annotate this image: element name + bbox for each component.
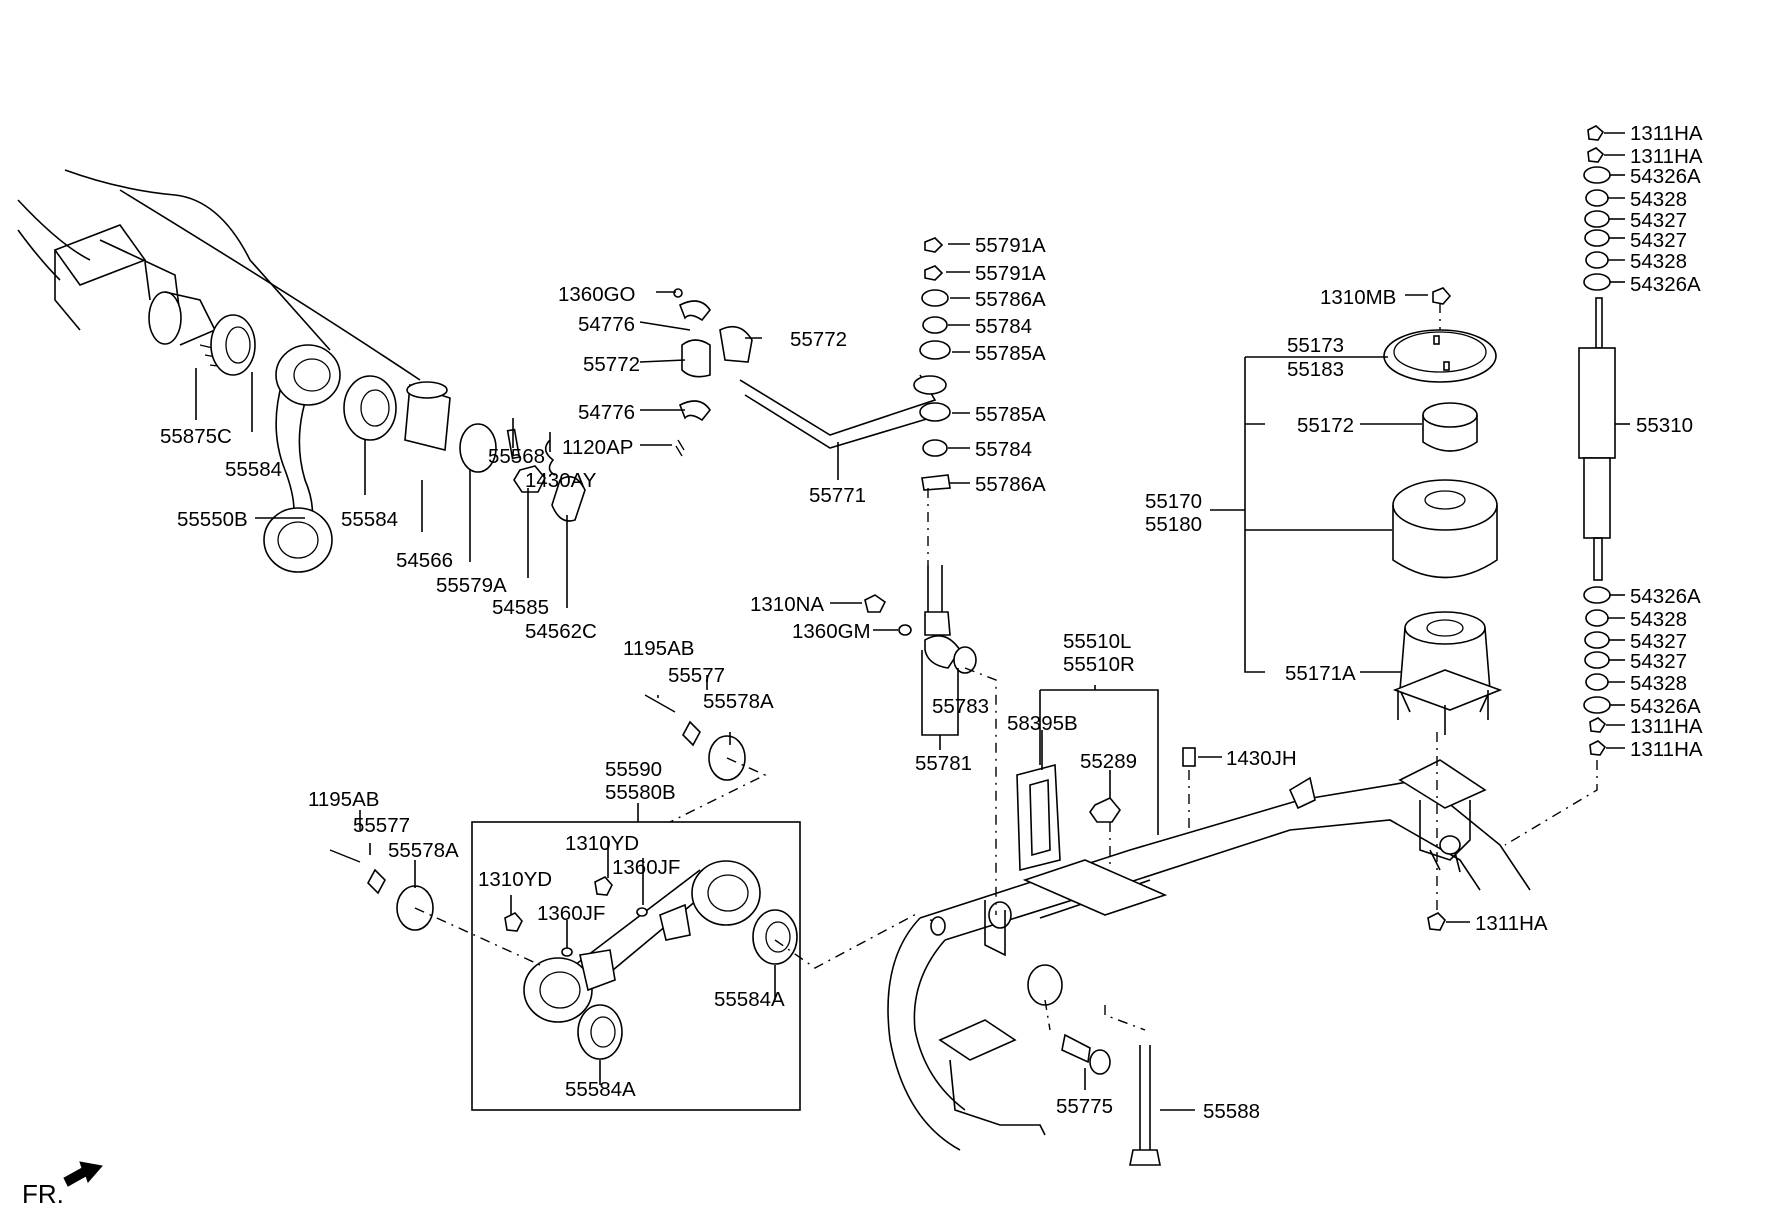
label-54326A: 54326A: [1630, 585, 1701, 608]
label-55578A: 55578A: [703, 690, 774, 713]
label-55785A: 55785A: [975, 403, 1046, 426]
label-1311HA: 1311HA: [1630, 715, 1703, 738]
label-55781: 55781: [915, 752, 972, 775]
label-55791A: 55791A: [975, 234, 1046, 257]
label-1360JF: 1360JF: [612, 856, 680, 879]
label-55772: 55772: [583, 353, 640, 376]
label-1310YD: 1310YD: [565, 832, 639, 855]
label-55584: 55584: [341, 508, 398, 531]
label-55784: 55784: [975, 438, 1032, 461]
label-54327: 54327: [1630, 650, 1687, 673]
trailing-arm-assembly: [329, 694, 801, 1111]
label-55170: 55170: [1145, 490, 1202, 513]
label-55783: 55783: [932, 695, 989, 718]
label-55784: 55784: [975, 315, 1032, 338]
label-54326A: 54326A: [1630, 273, 1701, 296]
label-55171A: 55171A: [1285, 662, 1356, 685]
label-55310: 55310: [1636, 414, 1693, 437]
label-55180: 55180: [1145, 513, 1202, 536]
label-55785A: 55785A: [975, 342, 1046, 365]
label-55791A: 55791A: [975, 262, 1046, 285]
label-55289: 55289: [1080, 750, 1137, 773]
stabilizer-bar-group: [673, 237, 977, 674]
label-1360GM: 1360GM: [792, 620, 871, 643]
label-55510R: 55510R: [1063, 653, 1135, 676]
label-55550B: 55550B: [177, 508, 248, 531]
label-55786A: 55786A: [975, 288, 1046, 311]
label-54327: 54327: [1630, 209, 1687, 232]
label-55578A: 55578A: [388, 839, 459, 862]
label-54327: 54327: [1630, 229, 1687, 252]
label-55772: 55772: [790, 328, 847, 351]
front-direction-marker: FR.: [22, 1161, 103, 1209]
label-55875C: 55875C: [160, 425, 232, 448]
label-55579A: 55579A: [436, 574, 507, 597]
label-54776: 54776: [578, 401, 635, 424]
leader-lines: [195, 132, 1630, 1111]
label-54328: 54328: [1630, 188, 1687, 211]
alignment-lines: [414, 303, 1598, 1031]
label-55775: 55775: [1056, 1095, 1113, 1118]
part-labels: 55875C 55584 55550B 55584 54566 55579A 5…: [160, 122, 1703, 1123]
label-1430AY: 1430AY: [525, 469, 597, 492]
label-54328: 54328: [1630, 608, 1687, 631]
label-54328: 54328: [1630, 250, 1687, 273]
label-54585: 54585: [492, 596, 549, 619]
label-58395B: 58395B: [1007, 712, 1078, 735]
label-1360JF: 1360JF: [537, 902, 605, 925]
label-55173: 55173: [1287, 334, 1344, 357]
label-55786A: 55786A: [975, 473, 1046, 496]
front-arrow-icon: [63, 1161, 103, 1187]
label-1360GO: 1360GO: [558, 283, 636, 306]
label-55510L: 55510L: [1063, 630, 1131, 653]
label-54328: 54328: [1630, 672, 1687, 695]
shock-absorber: [1427, 125, 1616, 931]
label-54562C: 54562C: [525, 620, 597, 643]
label-1311HA: 1311HA: [1630, 738, 1703, 761]
label-1311HA: 1311HA: [1475, 912, 1548, 935]
label-1311HA: 1311HA: [1630, 122, 1703, 145]
front-direction-label: FR.: [22, 1179, 64, 1209]
label-55568: 55568: [488, 445, 545, 468]
label-1120AP: 1120AP: [562, 436, 633, 459]
label-1195AB: 1195AB: [623, 637, 694, 660]
label-55577: 55577: [668, 664, 725, 687]
bump-stop-stack: [1383, 287, 1503, 735]
label-55584: 55584: [225, 458, 282, 481]
label-55172: 55172: [1297, 414, 1354, 437]
label-54327: 54327: [1630, 630, 1687, 653]
label-55771: 55771: [809, 484, 866, 507]
label-1310NA: 1310NA: [750, 593, 824, 616]
label-54566: 54566: [396, 549, 453, 572]
label-55588: 55588: [1203, 1100, 1260, 1123]
label-1310MB: 1310MB: [1320, 286, 1396, 309]
label-1195AB: 1195AB: [308, 788, 379, 811]
label-55584A: 55584A: [565, 1078, 636, 1101]
stabilizer-link-group: [148, 291, 586, 573]
label-54776: 54776: [578, 313, 635, 336]
label-54326A: 54326A: [1630, 695, 1701, 718]
label-1310YD: 1310YD: [478, 868, 552, 891]
label-55183: 55183: [1287, 358, 1344, 381]
label-55590: 55590: [605, 758, 662, 781]
label-55584A: 55584A: [714, 988, 785, 1011]
label-54326A: 54326A: [1630, 165, 1701, 188]
label-1430JH: 1430JH: [1226, 747, 1297, 770]
label-55580B: 55580B: [605, 781, 676, 804]
label-1311HA: 1311HA: [1630, 145, 1703, 168]
vehicle-body-outline: [17, 169, 421, 381]
label-55577: 55577: [353, 814, 410, 837]
